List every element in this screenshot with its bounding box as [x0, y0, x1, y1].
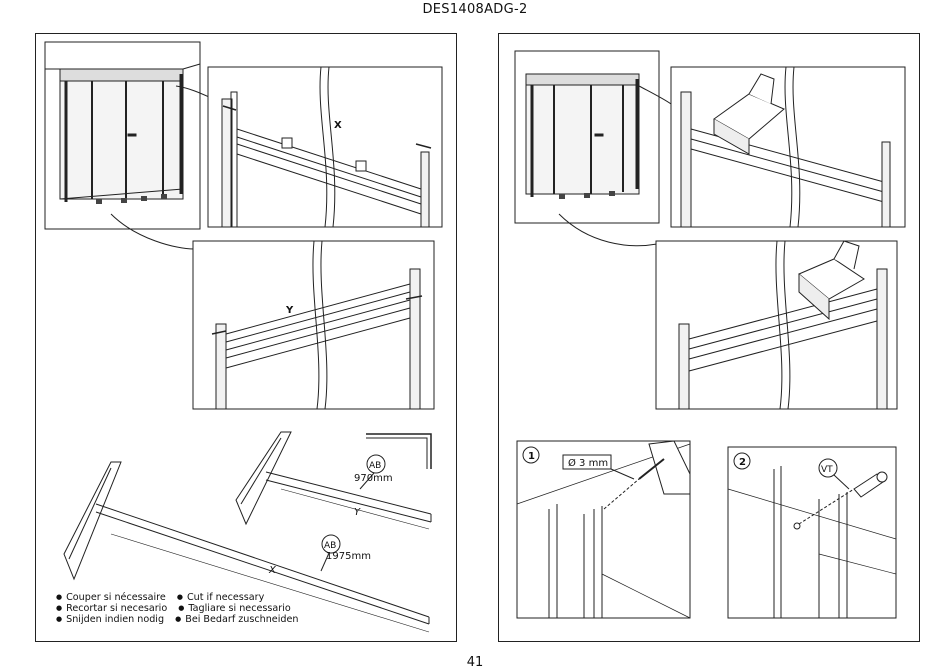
rail-y-label: Y [354, 507, 361, 518]
note-it: Tagliare si necessario [188, 603, 291, 614]
part-length-970mm: 970mm [354, 473, 393, 484]
rail-x-label: X [268, 565, 277, 576]
left-instruction-panel: X Y AB 970mm Y AB 1975mm X ●Couper si né… [35, 33, 457, 642]
drill-size-label: Ø 3 mm [568, 457, 608, 469]
step-2-detail [727, 446, 897, 619]
part-length-1975mm: 1975mm [326, 551, 371, 562]
note-de: Bei Bedarf zuschneiden [185, 614, 299, 625]
dimension-x-label: X [334, 120, 342, 131]
dimension-y-label: Y [285, 305, 294, 316]
left-panel-drawing: X Y AB 970mm Y AB 1975mm X [44, 41, 443, 633]
note-es: Recortar si necesario [66, 603, 168, 614]
note-en: Cut if necessary [186, 592, 265, 603]
step-1-detail [516, 440, 691, 619]
rail-short-970mm [235, 431, 432, 530]
note-fr: Couper si nécessaire [66, 592, 166, 603]
part-code-ab-2: AB [324, 541, 336, 551]
detail-drill-top-rail [670, 66, 906, 228]
detail-top-rail-x [207, 66, 443, 228]
step-1-number: 1 [528, 451, 535, 462]
screw-code-label: VT [821, 465, 833, 475]
cabinet-overview-thumbnail [44, 41, 201, 230]
cabinet-overview-thumbnail-right [514, 50, 660, 224]
step-2-number: 2 [739, 457, 746, 468]
cut-if-necessary-note: ●Couper si nécessaire ●Cut if necessary … [56, 592, 299, 625]
document-code: DES1408ADG-2 [422, 2, 528, 17]
detail-bottom-rail-y [192, 240, 435, 410]
part-code-ab-1: AB [369, 461, 381, 471]
page-number: 41 [466, 655, 484, 670]
rail-long-1975mm [63, 461, 430, 633]
note-nl: Snijden indien nodig [66, 614, 165, 625]
right-instruction-panel: 1 Ø 3 mm 2 VT [498, 33, 920, 642]
right-panel-drawing: 1 Ø 3 mm 2 VT [514, 50, 906, 619]
detail-drill-bottom-rail [655, 240, 898, 410]
